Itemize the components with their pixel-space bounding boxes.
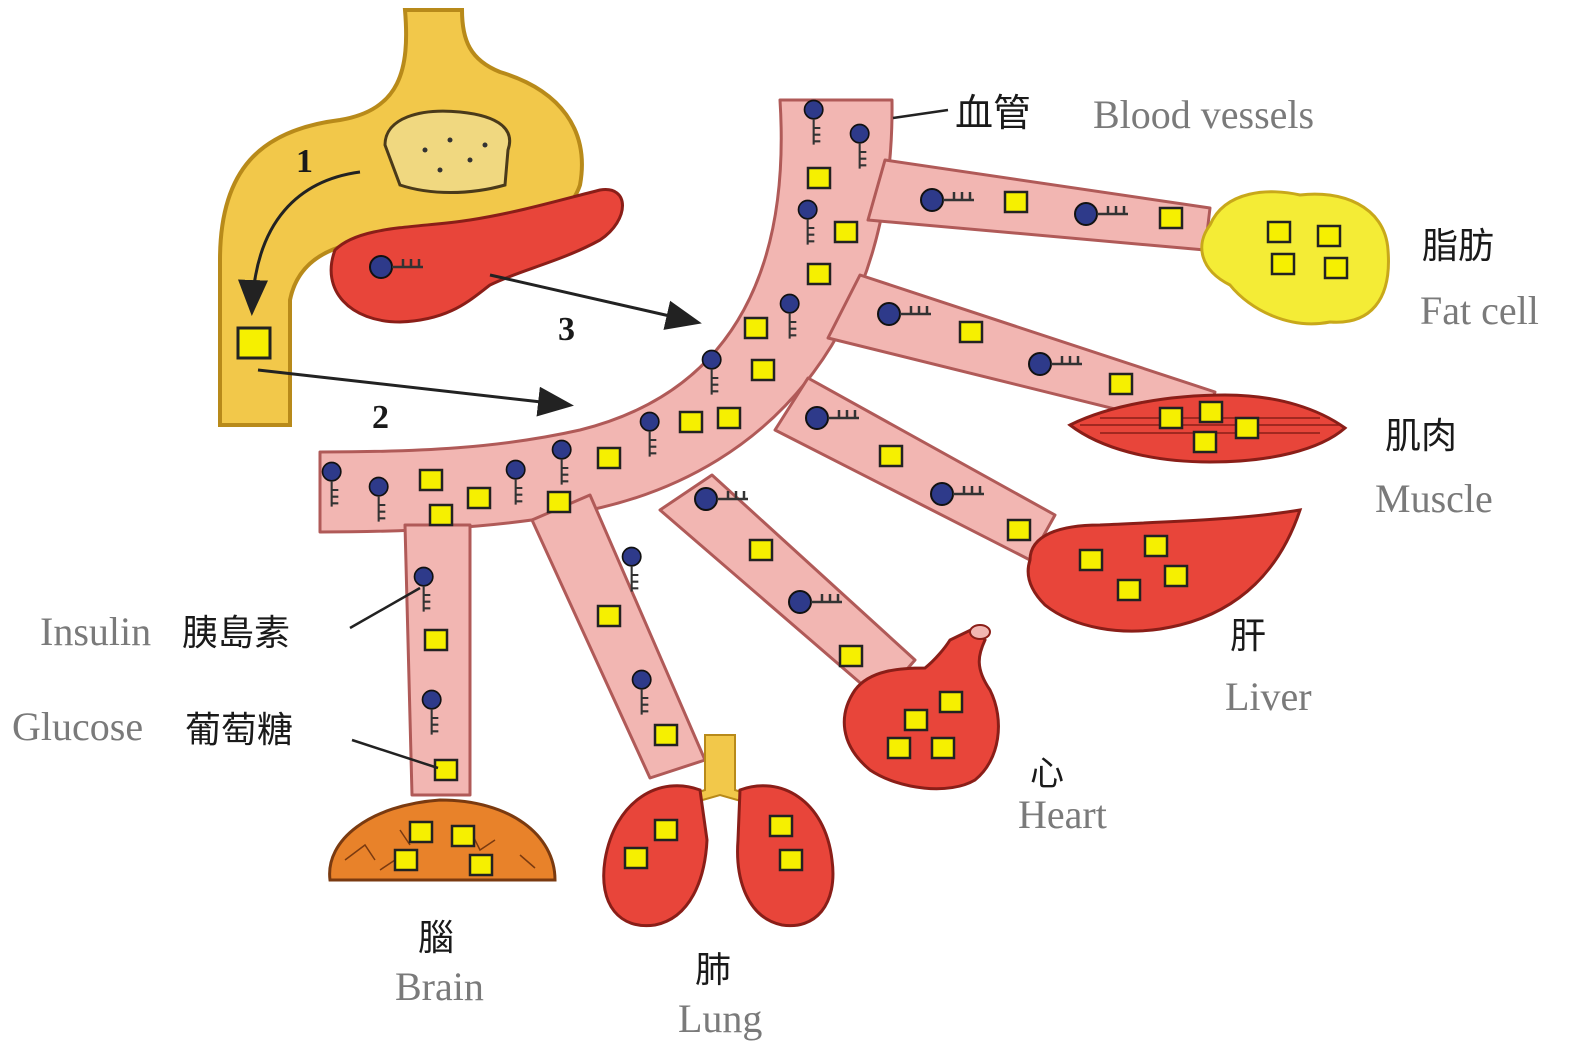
step-3-label: 3 <box>558 311 575 348</box>
bread-icon <box>385 111 510 192</box>
insulin-label-zh: 胰島素 <box>182 613 290 654</box>
glucose-in-gut <box>238 328 270 358</box>
lung-label-zh: 肺 <box>695 950 731 991</box>
brain-label-zh: 腦 <box>418 918 454 959</box>
brain-label-en: Brain <box>395 964 484 1009</box>
muscle-label-zh: 肌肉 <box>1385 416 1457 457</box>
insulin-label-en: Insulin <box>40 609 151 654</box>
glucose-label-zh: 葡萄糖 <box>185 710 293 751</box>
heart-label-zh: 心 <box>1030 754 1064 794</box>
brain <box>330 800 555 880</box>
arrow-step-2 <box>258 370 568 405</box>
lung-label-en: Lung <box>678 996 762 1041</box>
lung <box>604 735 833 926</box>
step-1-label: 1 <box>296 143 313 180</box>
glucose-label-en: Glucose <box>12 704 143 749</box>
vessel-leader-line <box>893 110 948 118</box>
liver-label-zh: 肝 <box>1230 616 1266 657</box>
muscle-label-en: Muscle <box>1375 476 1493 521</box>
fat-label-zh: 脂肪 <box>1422 226 1494 267</box>
liver-label-en: Liver <box>1225 674 1312 719</box>
step-2-label: 2 <box>372 399 389 436</box>
fat-label-en: Fat cell <box>1420 288 1539 333</box>
vessels-label-zh: 血管 <box>955 91 1031 135</box>
heart-label-en: Heart <box>1018 792 1107 837</box>
vessels-label-en: Blood vessels <box>1093 92 1314 137</box>
arrow-step-3 <box>490 275 696 322</box>
